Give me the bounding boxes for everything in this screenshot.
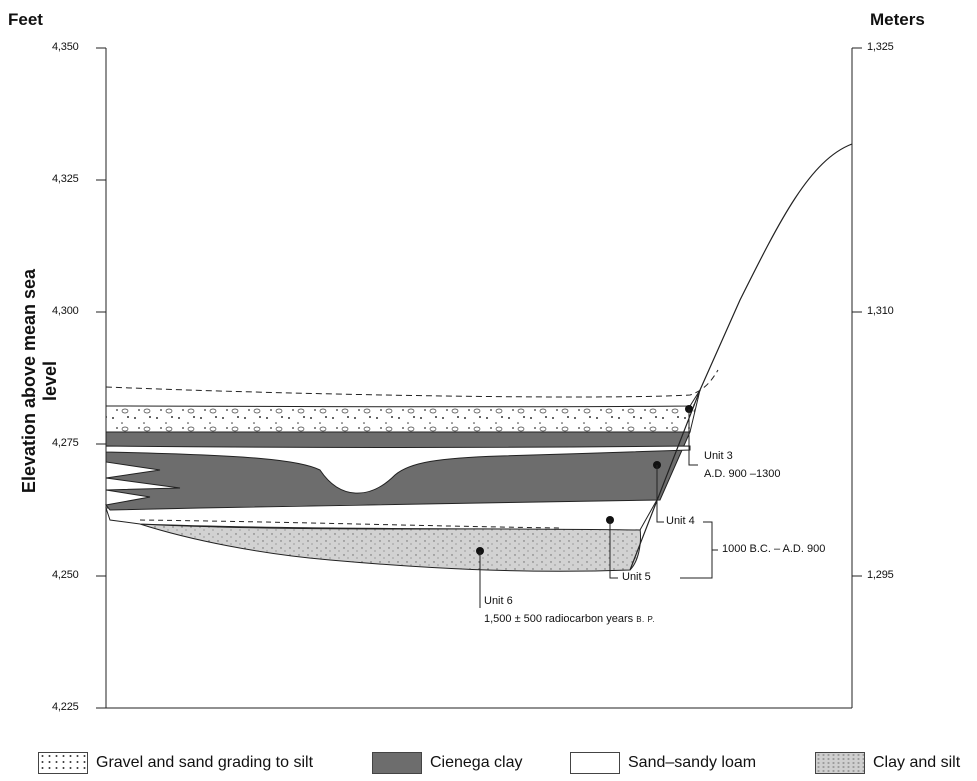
unit4-marker (653, 461, 664, 523)
left-tick-label: 4,275 (52, 437, 79, 449)
legend-item-sand: Sand–sandy loam (570, 752, 756, 774)
legend-item-clay: Clay and silt (815, 752, 960, 774)
gravel-layer (105, 389, 701, 433)
right-tick-label: 1,310 (867, 305, 894, 317)
left-tick-label: 4,250 (52, 569, 79, 581)
dashed-inner-line (139, 519, 561, 529)
legend-label: Clay and silt (873, 754, 961, 771)
unit6-marker (476, 547, 484, 608)
sand-swatch (570, 752, 620, 774)
clay-silt-layer (139, 523, 641, 572)
left-tick-label: 4,325 (52, 173, 79, 185)
right-unit-label: Meters (870, 10, 925, 29)
legend-label: Gravel and sand grading to silt (96, 754, 314, 771)
unit3-label: Unit 3 (704, 450, 733, 462)
sand-lens (105, 445, 691, 494)
unit6-age-text: 1,500 ± 500 radiocarbon years (484, 613, 634, 625)
left-ticks (96, 47, 106, 709)
unit45-age: 1000 B.C. – A.D. 900 (722, 543, 826, 555)
legend-item-gravel: Gravel and sand grading to silt (38, 752, 313, 774)
y-axis-title: Elevation above mean sea level (19, 268, 60, 494)
unit5-label: Unit 5 (622, 571, 651, 583)
left-tick-label: 4,350 (52, 41, 79, 53)
left-unit-label: Feet (8, 10, 43, 29)
dashed-surface-line (105, 369, 719, 398)
left-tick-label: 4,300 (52, 305, 79, 317)
unit6-age-suffix: B. P. (636, 615, 656, 624)
left-tick-label: 4,225 (52, 701, 79, 713)
gravel-swatch (38, 752, 88, 774)
right-tick-label: 1,325 (867, 41, 894, 53)
right-ticks (852, 47, 862, 577)
unit6-age: 1,500 ± 500 radiocarbon years B. P. (484, 613, 655, 625)
right-tick-label: 1,295 (867, 569, 894, 581)
hill-slope-line (629, 143, 853, 571)
legend-label: Sand–sandy loam (628, 754, 757, 771)
unit5-marker (606, 516, 618, 579)
unit6-label: Unit 6 (484, 595, 513, 607)
unit45-bracket (680, 521, 713, 579)
cienega-swatch (372, 752, 422, 774)
legend: Gravel and sand grading to silt Cienega … (0, 752, 977, 780)
unit3-age: A.D. 900 –1300 (704, 468, 781, 480)
clay-swatch (815, 752, 865, 774)
legend-label: Cienega clay (430, 754, 523, 771)
legend-item-cienega: Cienega clay (372, 752, 523, 774)
unit3-marker (685, 405, 698, 466)
unit4-label: Unit 4 (666, 515, 695, 527)
